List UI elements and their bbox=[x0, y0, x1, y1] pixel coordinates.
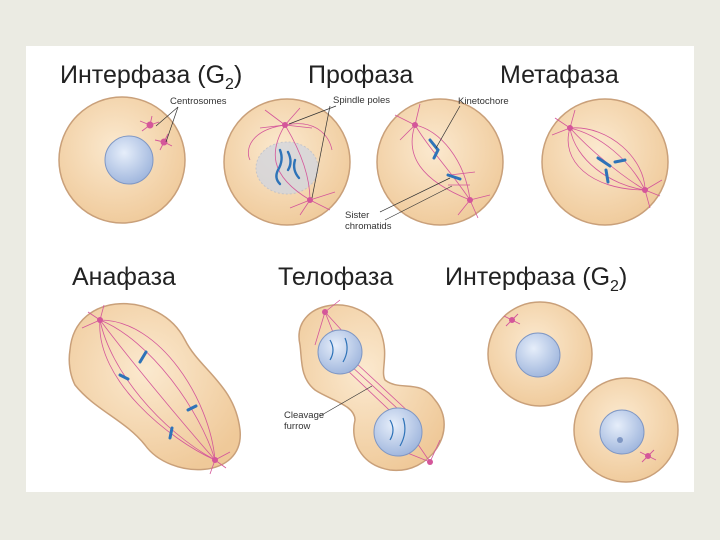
svg-text:furrow: furrow bbox=[284, 421, 311, 432]
svg-text:chromatids: chromatids bbox=[345, 221, 392, 232]
title-anaphase: Анафаза bbox=[72, 263, 176, 291]
cell-interphase-top bbox=[59, 97, 185, 223]
cell-prometaphase bbox=[377, 99, 503, 225]
svg-text:Centrosomes: Centrosomes bbox=[170, 96, 227, 107]
nucleus bbox=[600, 410, 644, 454]
svg-text:Cleavage: Cleavage bbox=[284, 410, 324, 421]
cell-anaphase bbox=[69, 304, 240, 474]
cell-metaphase bbox=[542, 99, 668, 225]
svg-text:Kinetochore: Kinetochore bbox=[458, 96, 509, 107]
cell-interphase-daughter-2 bbox=[574, 378, 678, 482]
nucleus bbox=[318, 330, 362, 374]
nucleus bbox=[516, 333, 560, 377]
title-metaphase: Метафаза bbox=[500, 61, 619, 89]
title-prophase: Профаза bbox=[308, 61, 413, 89]
title-interphase-g2-top: Интерфаза (G2) bbox=[60, 61, 242, 93]
svg-text:Spindle poles: Spindle poles bbox=[333, 95, 390, 106]
svg-text:Sister: Sister bbox=[345, 210, 369, 221]
title-telophase: Телофаза bbox=[278, 263, 393, 291]
nucleus bbox=[374, 408, 422, 456]
title-interphase-g2-bottom: Интерфаза (G2) bbox=[445, 263, 627, 295]
cell-prophase bbox=[224, 99, 350, 225]
cell-interphase-daughter-1 bbox=[488, 302, 592, 406]
cell-telophase bbox=[299, 300, 444, 470]
nucleus bbox=[105, 136, 153, 184]
